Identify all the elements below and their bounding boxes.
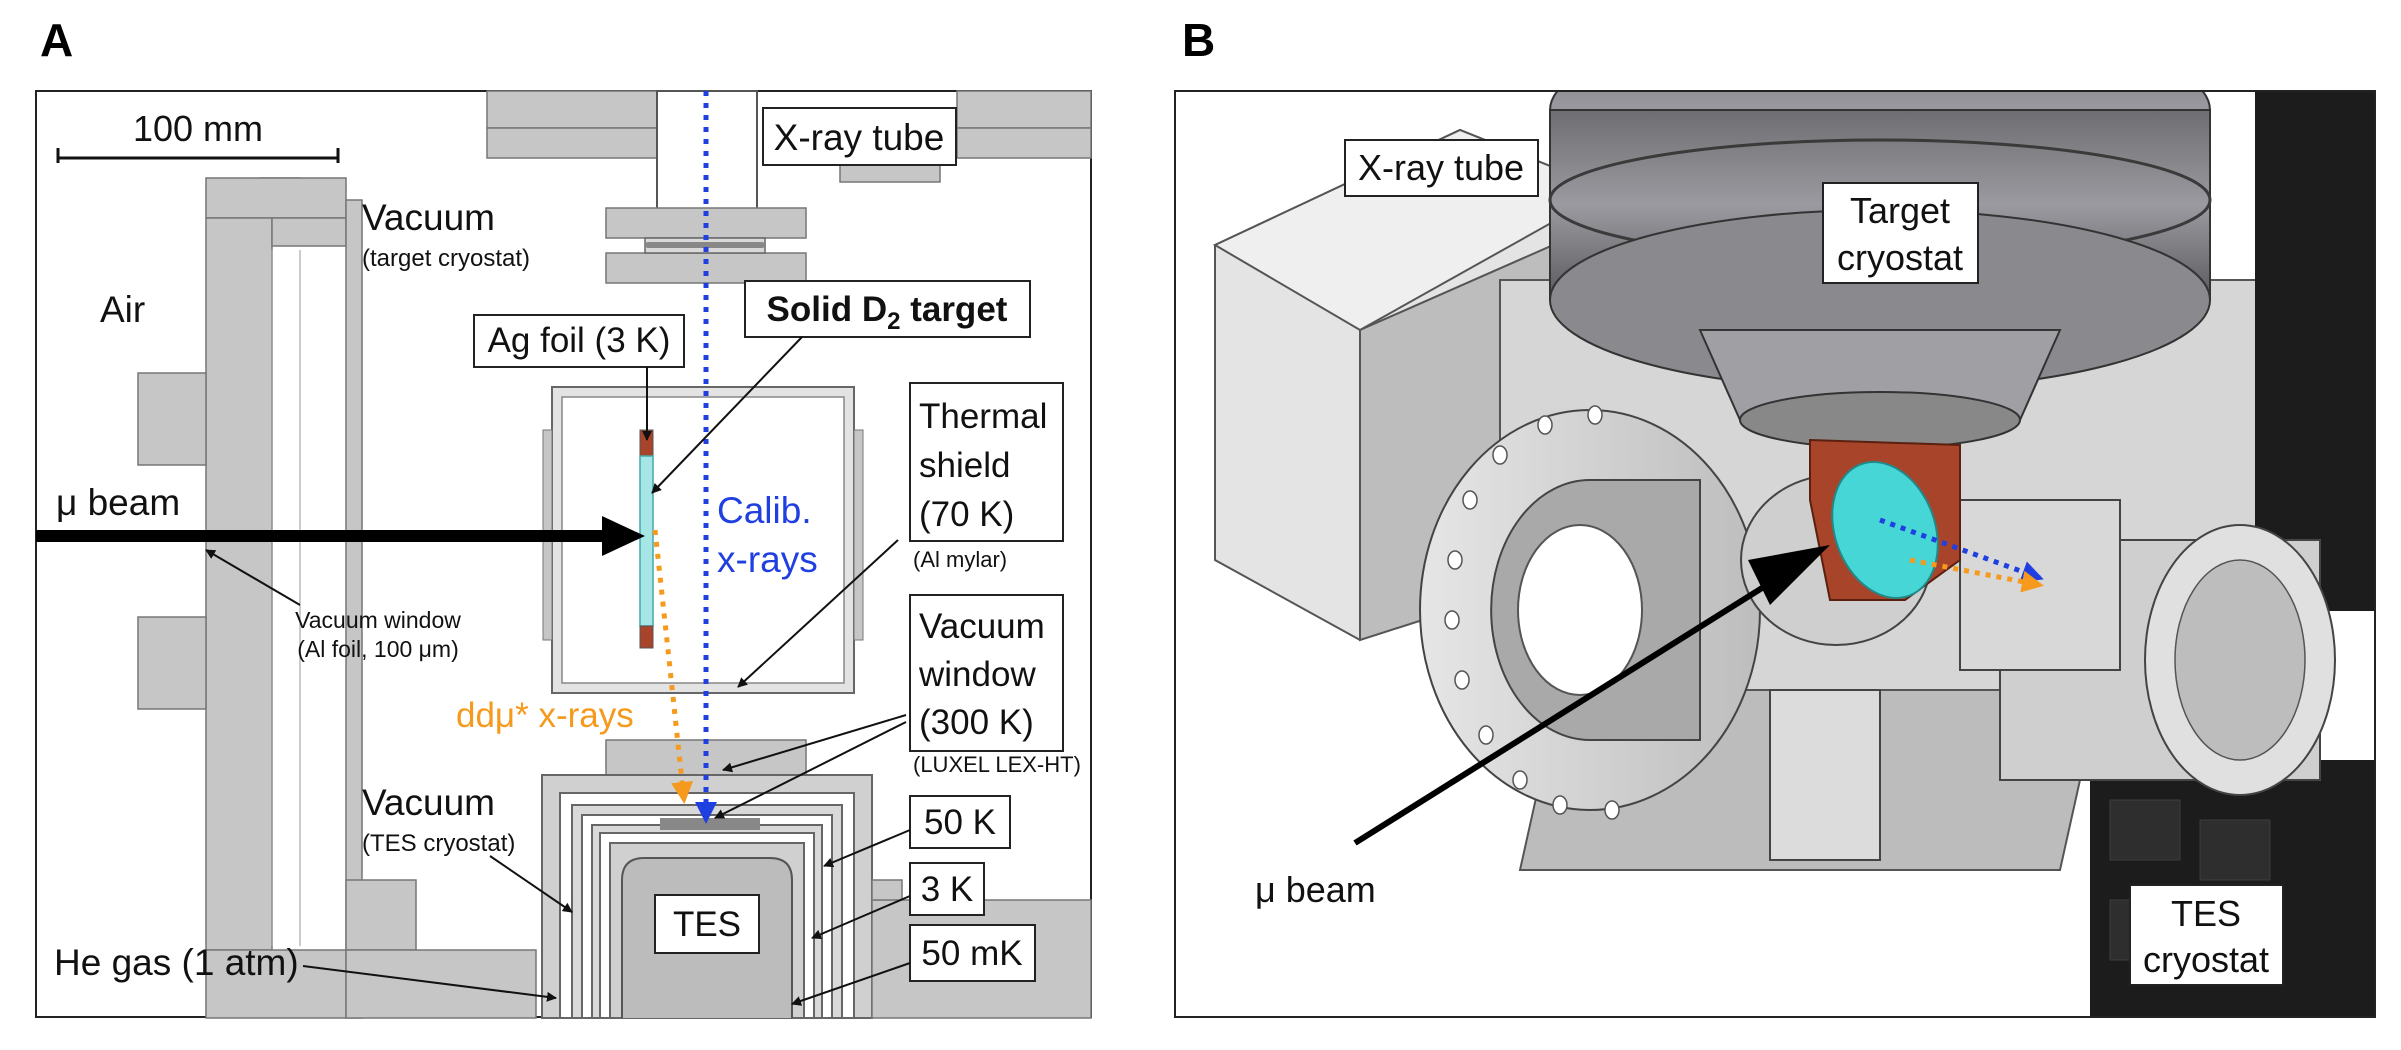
vacuum-tes-label: Vacuum: [362, 782, 495, 823]
inner-flange-ring: [1517, 524, 1643, 696]
mk50-box: [909, 924, 1036, 982]
thermal-shield-leader: [737, 539, 899, 688]
vacuum-window-sublabel: (LUXEL LEX-HT): [913, 752, 1081, 777]
ddmu-xray-path: [652, 529, 694, 804]
solid-target-pre: Solid D: [767, 290, 888, 329]
k3-label: 3 K: [921, 870, 974, 909]
left-wall: [137, 177, 537, 1019]
vacuum-tes-sublabel: (TES cryostat): [362, 830, 515, 857]
scale-bar: [56, 148, 340, 163]
vacuum-window-leader-1: [722, 714, 907, 773]
b-target-cryostat-line2: cryostat: [1837, 237, 1963, 278]
thermal-shield-line3: (70 K): [919, 495, 1014, 534]
k3-leader: [811, 895, 911, 940]
k3-box: [909, 862, 985, 916]
d2-target-disk: [1831, 461, 1939, 599]
calib-label-line1: Calib.: [717, 490, 812, 531]
b-mu-beam-label: μ beam: [1255, 869, 1376, 910]
vacuum-window-line3: (300 K): [919, 703, 1034, 742]
b-tes-cryostat-line1: TES: [2171, 893, 2241, 934]
panel-b-letter: B: [1182, 14, 1215, 66]
vacuum-window-al-leader: [205, 549, 301, 606]
b-target-cryostat-box: [1822, 182, 1979, 284]
b-mu-beam-line: [1353, 575, 1780, 846]
vacuum-window-leader-2: [714, 721, 907, 819]
b-tes-cryostat-box: [2129, 884, 2284, 986]
mu-beam-label-a: μ beam: [56, 482, 180, 523]
vacuum-target-sublabel: (target cryostat): [362, 245, 530, 272]
he-gas-leader: [302, 965, 557, 1002]
thermal-shield-box: [909, 382, 1064, 542]
panel-b: X-ray tube Target cryostat μ beam TES cr…: [1174, 90, 2376, 1018]
vacuum-window-line1: Vacuum: [919, 607, 1045, 646]
calib-label-line2: x-rays: [717, 539, 818, 580]
b-ddmu-path: [1909, 557, 2044, 593]
panel-a: 100 mm X-ray tube Vacuum (target cryosta…: [35, 90, 1092, 1019]
k50-label: 50 K: [924, 803, 996, 842]
solid-target-sub: 2: [887, 308, 900, 335]
xray-flange: [605, 207, 807, 284]
mk50-leader: [791, 962, 911, 1006]
solid-target-label: Solid D2 target: [767, 290, 1008, 335]
tes-box: [654, 894, 760, 954]
tes-label: TES: [673, 905, 741, 944]
solid-target-box: [744, 280, 1031, 338]
flange-bolt-holes: [1444, 405, 1620, 820]
b-tes-cryostat-line2: cryostat: [2143, 939, 2269, 980]
tes-housing-upper: [2255, 91, 2375, 611]
b-xray-tube-label: X-ray tube: [1358, 147, 1524, 188]
panel-a-letter: A: [40, 14, 73, 66]
he-gas-label: He gas (1 atm): [54, 942, 299, 983]
vacuum-window-box: [909, 594, 1064, 752]
mk50-label: 50 mK: [921, 934, 1022, 973]
solid-target-post: target: [900, 290, 1007, 329]
ag-foil-label: Ag foil (3 K): [488, 321, 671, 360]
b-target-cryostat-line1: Target: [1850, 190, 1950, 231]
cryostat-neck-bottom: [1739, 391, 2021, 449]
scale-bar-label: 100 mm: [133, 108, 263, 149]
mu-beam-arrowhead: [602, 516, 645, 556]
xray-tube-box: [762, 107, 957, 166]
ag-foil-bottom: [639, 625, 654, 649]
xray-window-foil: [645, 242, 765, 248]
k50-box: [909, 795, 1011, 849]
vacuum-window-al-line2: (Al foil, 100 μm): [297, 636, 459, 662]
ddmu-label: ddμ* x-rays: [456, 696, 634, 735]
air-label: Air: [100, 289, 145, 330]
thermal-shield-line1: Thermal: [919, 397, 1047, 436]
thermal-shield-line2: shield: [919, 446, 1010, 485]
b-xray-tube-box: [1344, 139, 1539, 197]
vacuum-window-line2: window: [918, 655, 1036, 694]
vacuum-target-label: Vacuum: [362, 197, 495, 238]
thermal-shield-sublabel: (Al mylar): [913, 547, 1007, 572]
solid-d2-target: [639, 455, 654, 627]
ag-foil-box: [473, 314, 685, 368]
tes-cylinder-inner: [2174, 559, 2306, 761]
b-mu-beam-cone: [1748, 545, 1830, 605]
vacuum-tes-leader: [489, 855, 573, 913]
k50-leader: [823, 829, 911, 868]
vacuum-window-al-line1: Vacuum window: [295, 607, 461, 633]
xray-tube-label: X-ray tube: [774, 117, 945, 158]
solid-target-leader: [651, 336, 803, 494]
lower-flange: [1769, 689, 1881, 861]
panel-b-frame: [1174, 90, 2376, 1018]
